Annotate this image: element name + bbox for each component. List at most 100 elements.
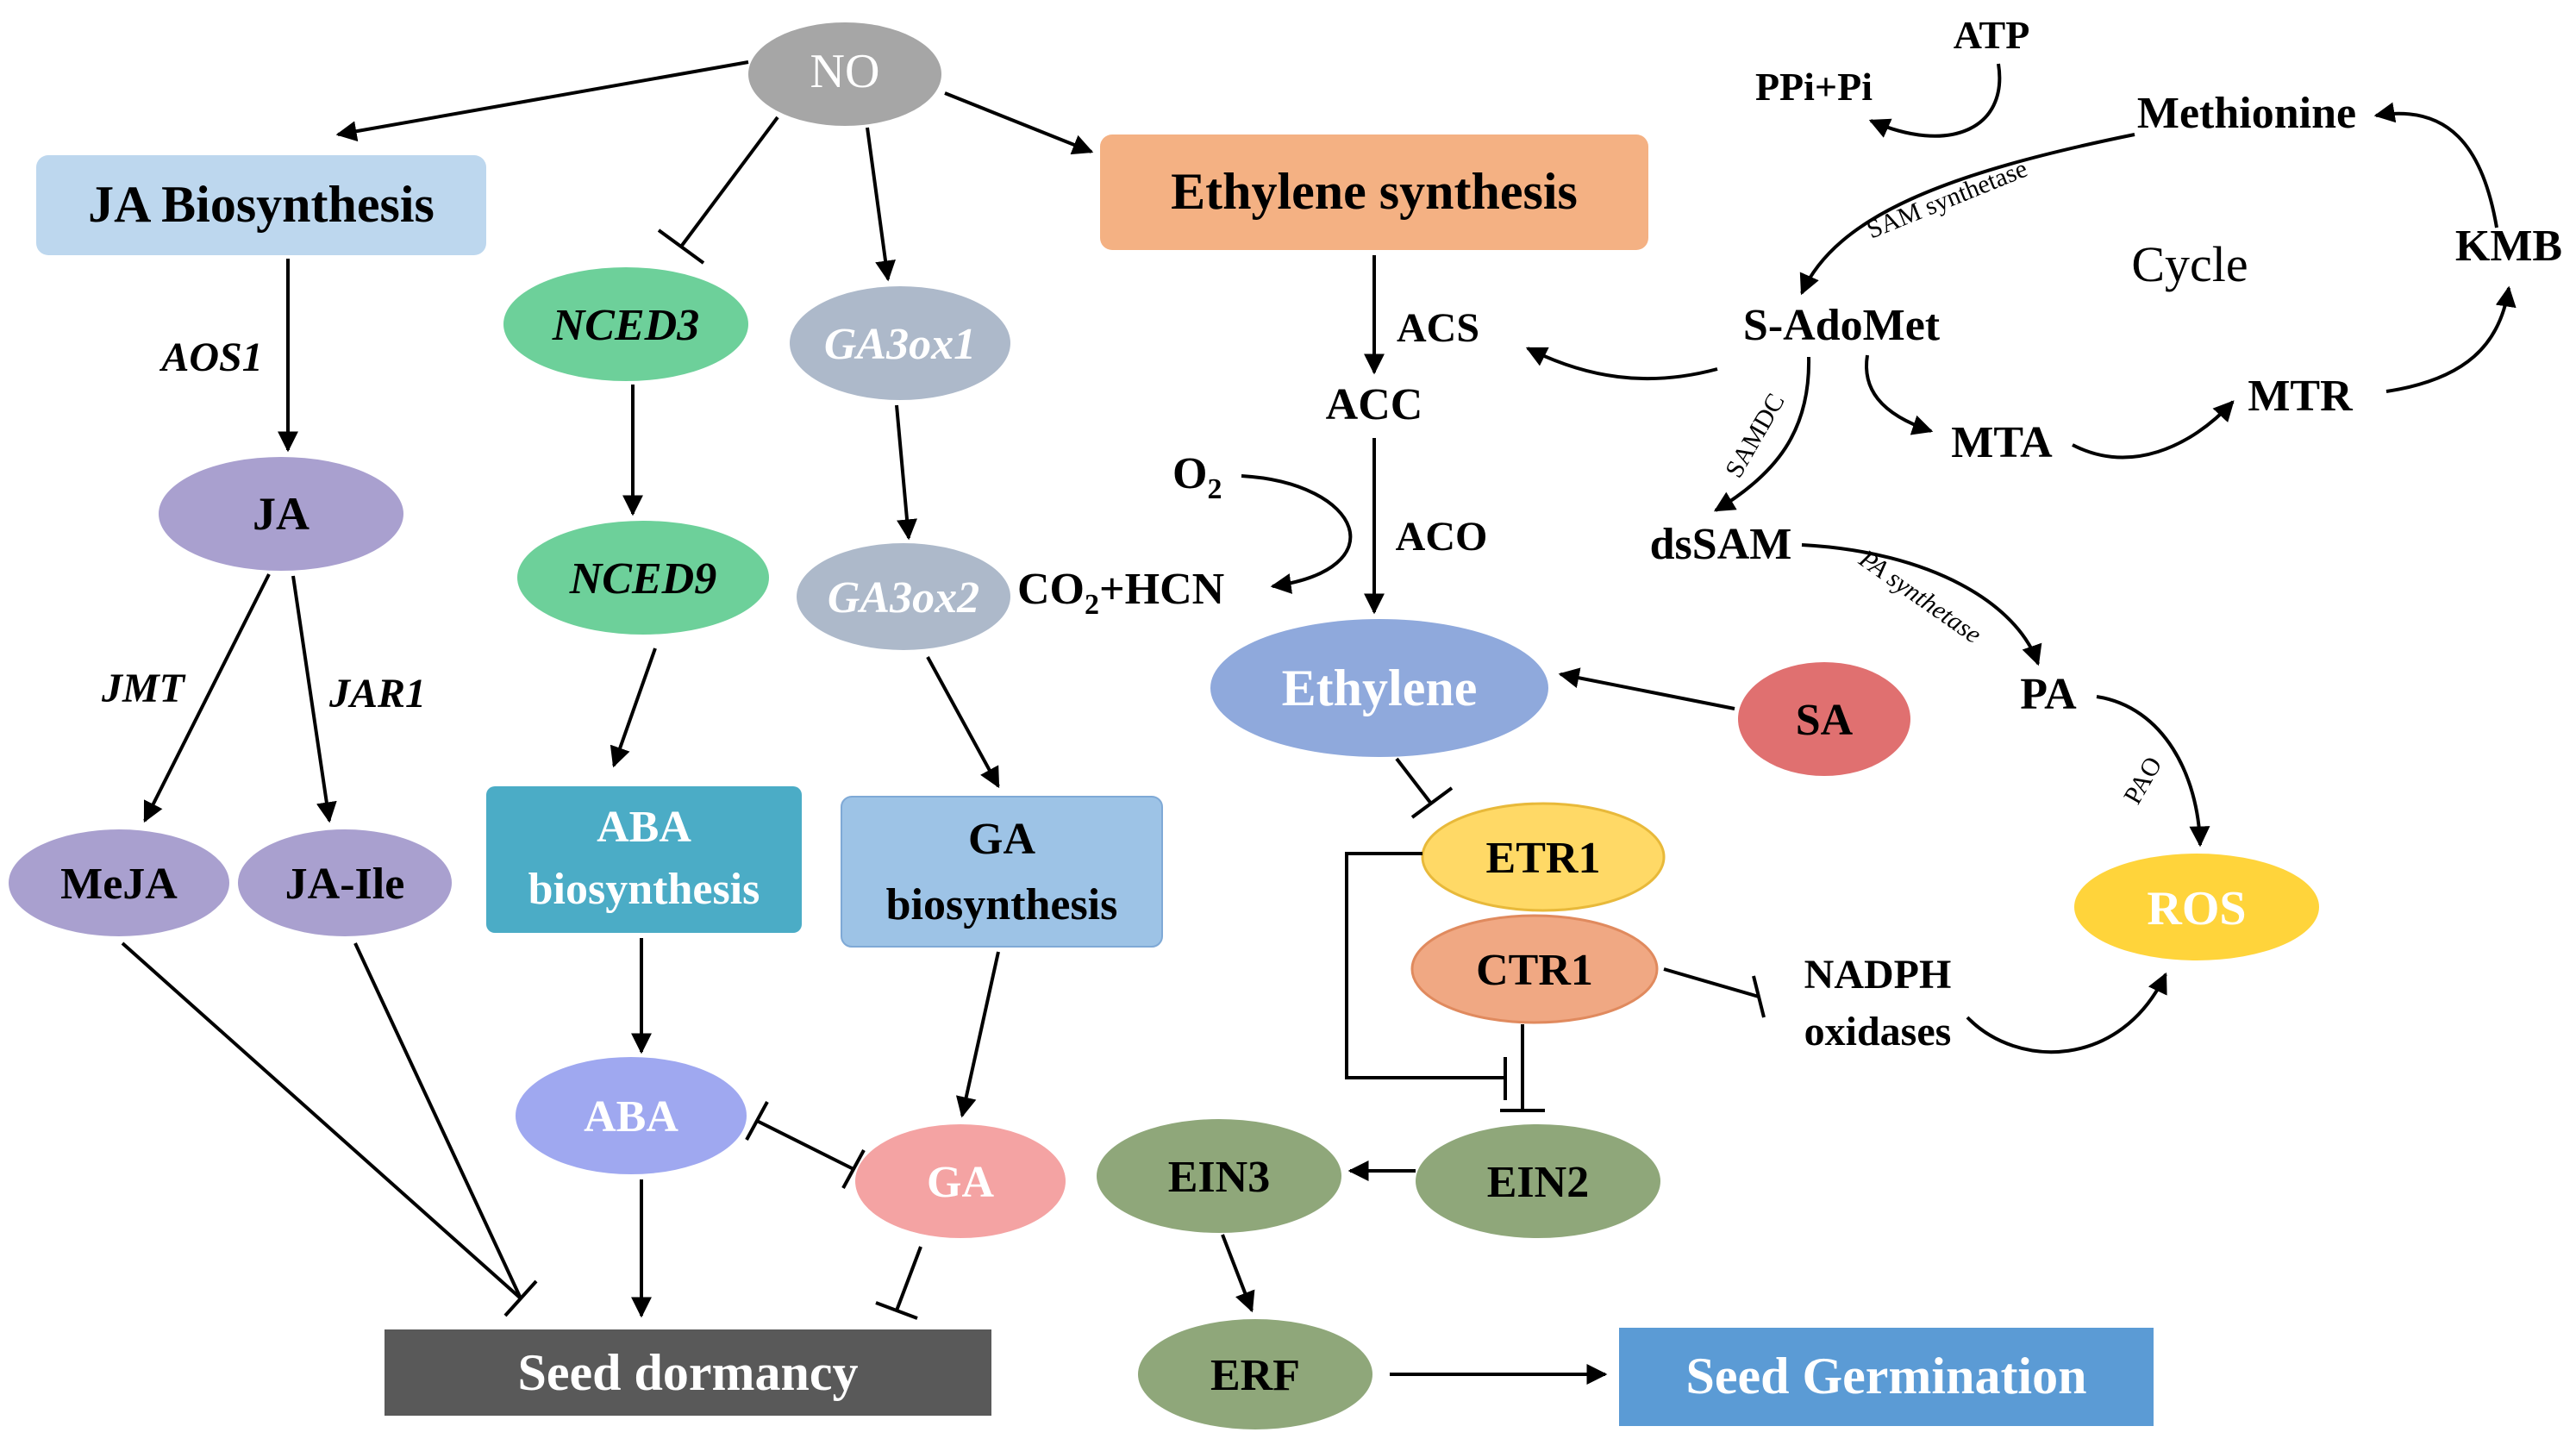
edge-label-sam-synthetase: SAM synthetase — [1863, 154, 2031, 245]
node-meja: MeJA — [9, 829, 229, 936]
edge-jaile-inhibits-dormancy — [353, 942, 538, 1317]
node-cycle: Cycle — [2131, 236, 2248, 292]
node-methionine: Methionine — [2137, 89, 2356, 138]
node-ctr1: CTR1 — [1410, 914, 1659, 1024]
edge-ga-inhibits-dormancy — [875, 1246, 922, 1320]
edge-ga3ox2-ga-biosynthesis — [926, 656, 1000, 789]
node-aba: ABA — [516, 1057, 747, 1174]
node-no: NO — [748, 22, 941, 126]
node-ga3ox2-label: GA3ox2 — [828, 573, 979, 622]
node-ctr1-label: CTR1 — [1476, 946, 1593, 995]
edge-label-pa-synthetase: PA synthetase — [1854, 544, 1987, 649]
node-o2-sub: 2 — [1207, 473, 1222, 505]
node-co2-rest: +HCN — [1099, 565, 1224, 614]
edge-ctr1-inhibits-ein2 — [1500, 1024, 1545, 1112]
edge-ga-biosynthesis-ga — [955, 951, 1000, 1118]
node-ein3: EIN3 — [1097, 1119, 1341, 1233]
node-etr1-label: ETR1 — [1486, 834, 1601, 883]
edge-ein3-erf — [1221, 1234, 1255, 1313]
edge-label-aco: ACO — [1396, 514, 1488, 560]
node-ja-biosynthesis: JA Biosynthesis — [36, 155, 486, 255]
edge-methionine-s-adomet — [1799, 133, 2135, 296]
node-ethylene-label: Ethylene — [1282, 660, 1478, 716]
node-aba-biosynthesis-line1: ABA — [597, 803, 691, 852]
edge-label-pao: PAO — [2118, 752, 2167, 809]
edge-nced9-aba-biosynthesis — [610, 647, 657, 768]
node-ja-ile-label: JA-Ile — [285, 860, 405, 909]
node-s-adomet: S-AdoMet — [1743, 301, 1941, 350]
node-ga-biosynthesis: GA biosynthesis — [841, 796, 1163, 948]
node-ga3ox2: GA3ox2 — [797, 543, 1010, 650]
node-meja-label: MeJA — [60, 860, 178, 909]
edge-dssam-pa — [1801, 543, 2042, 666]
node-ja-ile: JA-Ile — [238, 829, 452, 936]
node-seed-dormancy: Seed dormancy — [385, 1329, 991, 1416]
node-ga-biosynthesis-line1: GA — [968, 815, 1035, 864]
node-pa: PA — [2020, 670, 2077, 719]
node-erf: ERF — [1138, 1319, 1372, 1429]
edge-no-inhibits-nced3 — [657, 116, 779, 265]
node-ga: GA — [855, 1124, 1066, 1238]
node-mta: MTA — [1951, 418, 2053, 467]
node-ppi-pi: PPi+Pi — [1755, 65, 1873, 109]
edge-label-jar1: JAR1 — [328, 671, 426, 716]
node-ga-label: GA — [927, 1158, 994, 1207]
node-ros: ROS — [2074, 854, 2319, 960]
node-sa-label: SA — [1796, 696, 1854, 745]
node-atp: ATP — [1954, 13, 2030, 57]
edge-mta-mtr — [2072, 400, 2235, 460]
node-sa: SA — [1738, 662, 1910, 776]
edge-label-jmt: JMT — [101, 666, 186, 711]
edge-ja-jaile — [291, 575, 337, 823]
edge-s-adomet-dssam — [1713, 356, 1811, 512]
node-ja-label: JA — [253, 488, 309, 540]
node-ga-biosynthesis-line2: biosynthesis — [886, 880, 1118, 929]
node-o2-base: O — [1172, 449, 1207, 498]
node-nadph-line2: oxidases — [1804, 1009, 1952, 1054]
node-kmb: KMB — [2455, 222, 2562, 271]
node-no-label: NO — [810, 45, 880, 98]
node-ethylene-synthesis: Ethylene synthesis — [1100, 134, 1648, 250]
node-co2-hcn: CO2+HCN — [1017, 565, 1224, 621]
edge-ja-meja — [143, 573, 271, 823]
node-ga3ox1-label: GA3ox1 — [824, 320, 976, 369]
edge-s-adomet-acc — [1525, 347, 1718, 381]
edge-sa-ethylene — [1558, 667, 1735, 710]
edge-ctr1-inhibits-nadph — [1663, 967, 1766, 1018]
node-mtr: MTR — [2248, 372, 2354, 421]
edge-meja-inhibits-dormancy — [121, 941, 522, 1300]
edge-pa-ros — [2096, 695, 2210, 848]
edge-label-acs: ACS — [1397, 305, 1479, 351]
edge-etr1-inhibits-ein2 — [1345, 852, 1507, 1100]
node-dssam: dsSAM — [1650, 520, 1792, 569]
node-co2-sub: 2 — [1085, 589, 1099, 621]
node-ja-biosynthesis-label: JA Biosynthesis — [88, 176, 435, 233]
edge-s-adomet-mta — [1865, 354, 1934, 435]
node-nced9-label: NCED9 — [569, 554, 716, 604]
node-ros-label: ROS — [2147, 882, 2246, 935]
node-ethylene-synthesis-label: Ethylene synthesis — [1171, 163, 1578, 220]
node-ein2-label: EIN2 — [1487, 1158, 1589, 1207]
node-seed-germination-label: Seed Germination — [1686, 1348, 2087, 1404]
node-aba-label: ABA — [584, 1092, 678, 1142]
edge-no-ga3ox1 — [866, 127, 896, 282]
node-nced9: NCED9 — [517, 521, 769, 635]
node-ein2: EIN2 — [1416, 1124, 1660, 1238]
node-ga3ox1: GA3ox1 — [790, 286, 1010, 400]
node-erf-label: ERF — [1210, 1351, 1300, 1400]
node-nced3-label: NCED3 — [552, 301, 699, 350]
node-co2-base: CO — [1017, 565, 1085, 614]
node-ein3-label: EIN3 — [1168, 1153, 1270, 1202]
node-nced3: NCED3 — [503, 267, 748, 381]
edge-label-samdc: SAMDC — [1720, 389, 1791, 483]
node-nadph-line1: NADPH — [1804, 952, 1952, 998]
edge-atp-ppi — [1868, 63, 2002, 138]
node-ja: JA — [159, 457, 403, 571]
node-seed-dormancy-label: Seed dormancy — [518, 1344, 859, 1401]
edge-ethylene-inhibits-etr1 — [1395, 757, 1454, 819]
node-acc: ACC — [1326, 380, 1423, 429]
node-aba-biosynthesis: ABA biosynthesis — [486, 786, 802, 933]
edge-no-ja-biosynthesis — [335, 60, 749, 142]
node-o2: O2 — [1172, 449, 1222, 505]
